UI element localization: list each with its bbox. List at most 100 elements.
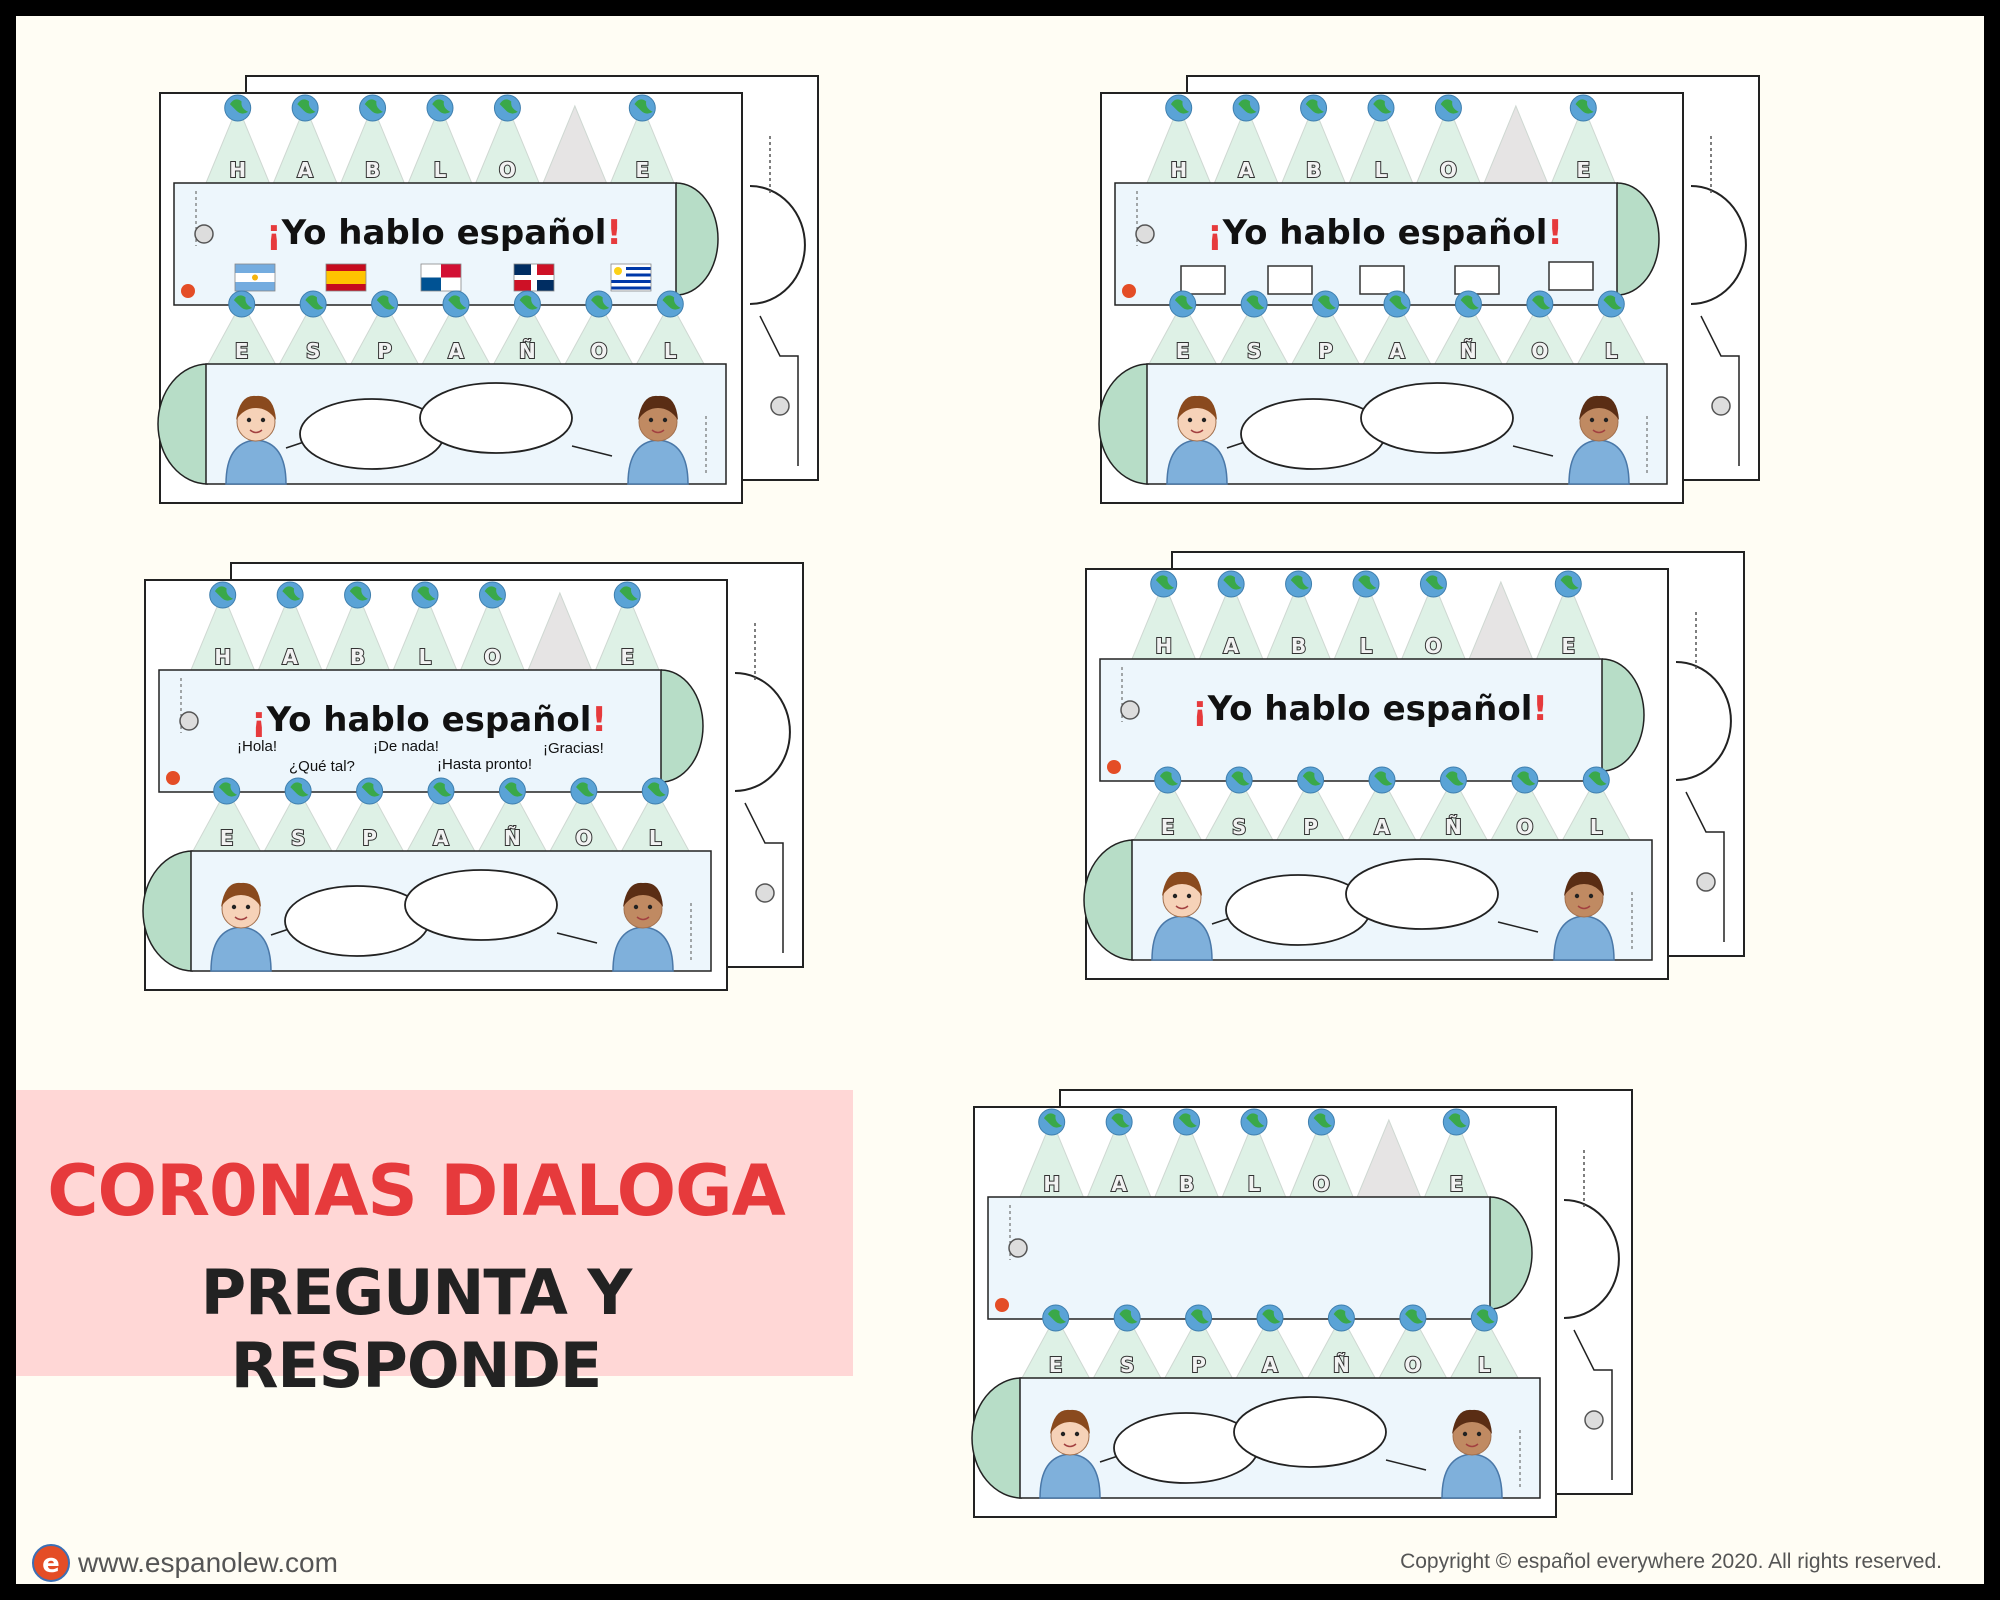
kid-eye [260,417,266,423]
answer-box[interactable] [1267,265,1313,295]
back-sheet-hole [770,396,790,416]
bottom-crown-side-tab [1098,363,1150,485]
speech-bubble-right[interactable] [404,869,558,941]
globe-land [1358,575,1377,590]
ws4-top-crown-letter: E [1449,1172,1463,1196]
spain-flag-icon [325,263,367,292]
kid-eye [246,417,252,423]
greeting-text: ¡De nada! [373,738,439,755]
ws0-bottom-crown-letter: S [306,339,320,363]
ws4-bottom-crown-letter: A [1262,1353,1278,1377]
globe-icon [570,777,598,805]
ws2-top-crown-letter: B [350,645,365,669]
footer-website: e www.espanolew.com [32,1544,338,1582]
kid-eye [647,904,653,910]
ws1-bottom-crown-letter: O [1531,339,1548,363]
phrase-open: ¡ [1207,213,1223,253]
ws2-bottom-crown-letter: A [433,826,449,850]
kid-hair [623,882,663,907]
globe-land [1238,99,1257,114]
ws2-bottom-crown-letter: S [291,826,305,850]
globe-land [1317,295,1336,310]
globe-icon [1297,766,1325,794]
kid-eye [245,904,251,910]
globe-land [361,782,380,797]
top-crown-hole [179,711,199,731]
kid-hair [1177,395,1217,420]
ws1-bottom-crown-letter: P [1318,339,1333,363]
globe-icon [1217,570,1245,598]
globe-icon [1312,290,1340,318]
globe-land [218,782,238,797]
bottom-crown-side-tab [971,1377,1023,1499]
globe-icon [1300,94,1328,122]
back-sheet-curve [1690,185,1747,305]
kid-eye [1462,1431,1468,1437]
ws1-bottom-crown-letter: Ñ [1460,339,1477,363]
globe-icon [1470,1304,1498,1332]
globe-icon [299,290,327,318]
ws1-bottom-crown-letter: A [1389,339,1405,363]
ws0-top-crown-letter: L [434,158,447,182]
globe-land [1246,295,1265,310]
answer-box[interactable] [1548,261,1594,291]
ws3-bottom-crown-letter: Ñ [1445,815,1462,839]
globe-land [1174,295,1194,310]
globe-land [1313,1113,1332,1128]
ws2-top-crown-letter: H [214,645,231,669]
globe-land [1560,575,1579,590]
speech-bubble-tail-right [556,932,598,944]
website-link[interactable]: www.espanolew.com [78,1547,338,1578]
back-sheet-tab [1685,791,1725,942]
ws1-bottom-crown-letter: S [1247,339,1261,363]
globe-land [1047,1309,1067,1324]
kid-eye [1476,1431,1482,1437]
speech-bubble-right[interactable] [1360,382,1514,454]
globe-icon [1434,94,1462,122]
kid-smile [1465,1443,1479,1448]
ws3-bottom-crown-letter: P [1303,815,1318,839]
boy-character-icon [1166,395,1228,485]
ws3-top-crown-letter: O [1425,634,1442,658]
speech-bubble-right[interactable] [1233,1396,1387,1468]
ws1-top-crown-letter: E [1576,158,1590,182]
ws2-bottom-crown-letter: P [362,826,377,850]
answer-box[interactable] [1359,265,1405,295]
globe-land [1333,1309,1352,1324]
ws2-bottom-crown-letter: L [649,826,662,850]
ws3-bottom-crown-letter: E [1161,815,1175,839]
title-line-1: COR0NAS DIALOGA [47,1150,786,1232]
phrase-open: ¡ [266,213,282,253]
globe-icon [291,94,319,122]
globe-land [1374,771,1393,786]
kid-eye [1172,893,1178,899]
globe-icon [344,581,372,609]
top-crown-side-tab [1489,1196,1533,1310]
ws4-bottom-crown-letter: S [1120,1353,1134,1377]
speech-bubble-right[interactable] [1345,858,1499,930]
argentina-flag-icon [234,263,276,292]
answer-box[interactable] [1180,265,1226,295]
uruguay-flag-icon [610,263,652,292]
phrase-close: ! [1532,689,1548,729]
globe-icon [371,290,399,318]
globe-icon [1419,570,1447,598]
globe-land [433,782,452,797]
kid-hair [1162,871,1202,896]
globe-land [349,586,368,601]
globe-land [1159,771,1179,786]
globe-land [233,295,253,310]
answer-box[interactable] [1454,265,1500,295]
speech-bubble-right[interactable] [419,382,573,454]
